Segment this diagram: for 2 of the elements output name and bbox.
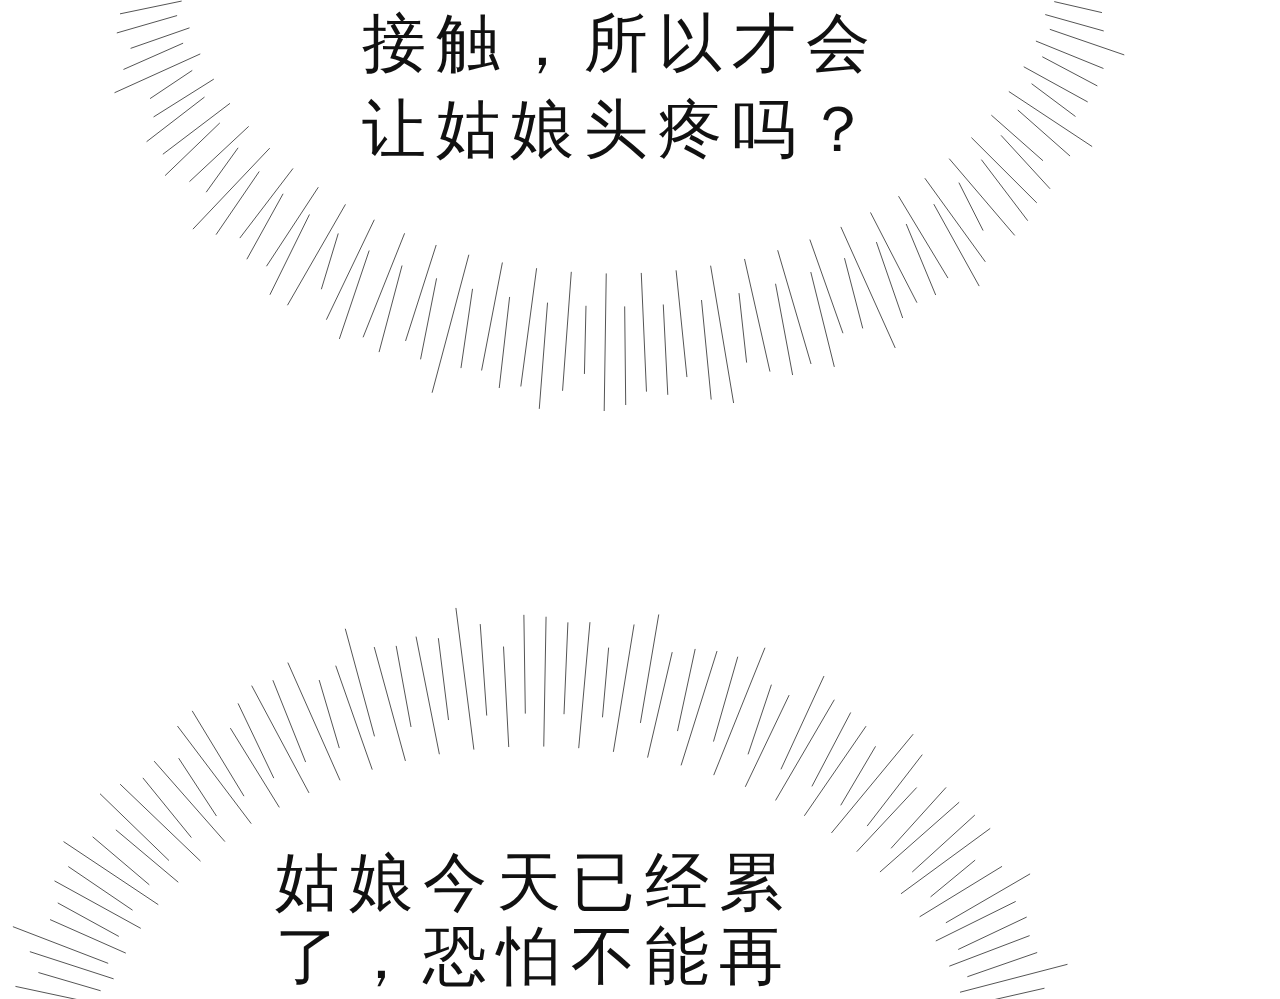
- dialogue-text: 接触，所以才会让姑娘头疼吗？: [362, 0, 902, 172]
- dialogue-text: 姑娘今天已经累了，恐怕不能再: [275, 845, 815, 993]
